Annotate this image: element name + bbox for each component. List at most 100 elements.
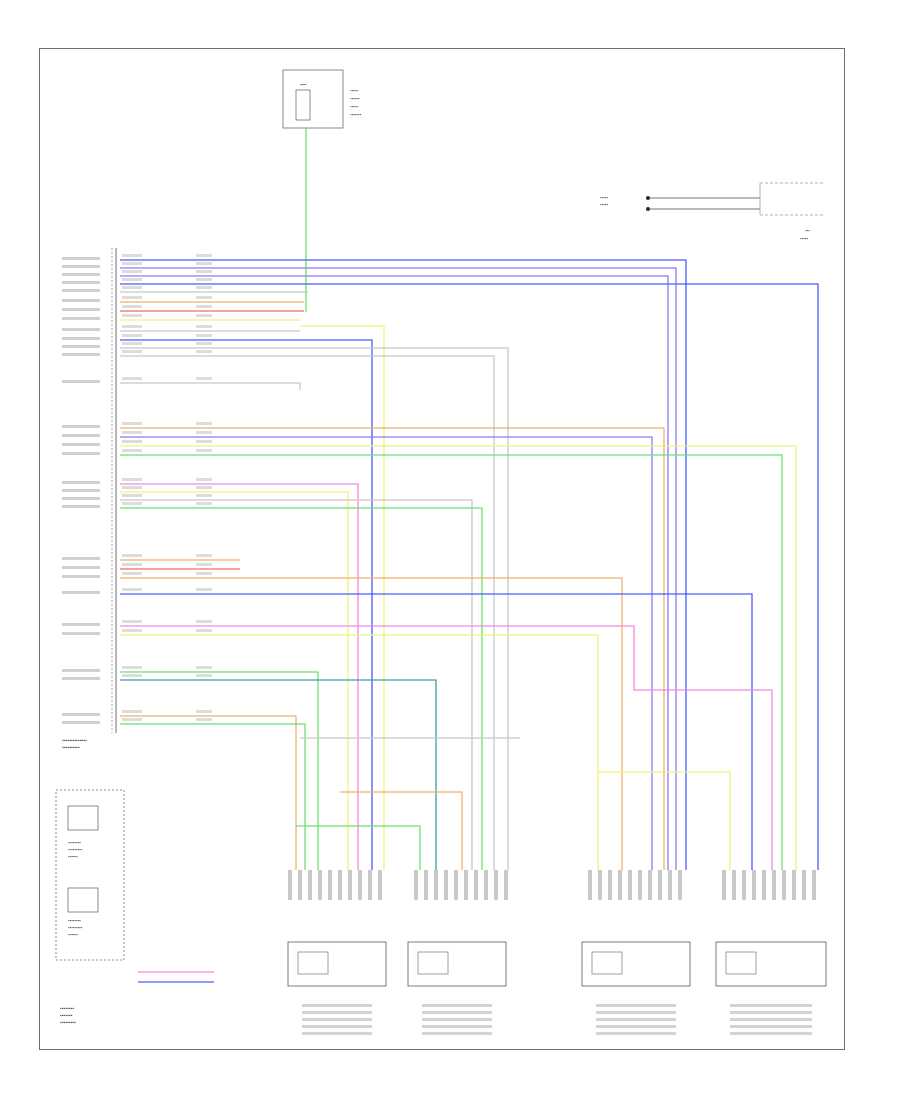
wire-color-code xyxy=(122,422,142,425)
module-caption-line xyxy=(596,1011,676,1014)
circuit-number xyxy=(196,286,212,289)
pin-label xyxy=(62,443,100,446)
module-caption-line xyxy=(730,1032,812,1035)
diagram-frame xyxy=(39,48,845,1050)
module-caption-line xyxy=(302,1032,372,1035)
pin-terminal xyxy=(742,870,746,900)
svg-text:▪▪▪▪▪: ▪▪▪▪▪ xyxy=(350,88,358,93)
svg-text:▪▪▪: ▪▪▪ xyxy=(805,228,810,233)
module-caption-line xyxy=(302,1025,372,1028)
circuit-number xyxy=(196,377,212,380)
pin-terminal xyxy=(464,870,468,900)
module-caption-line xyxy=(422,1025,492,1028)
pin-terminal xyxy=(722,870,726,900)
module-caption-line xyxy=(596,1004,676,1007)
main-control-module: ▪▪▪▪▪▪▪▪▪▪▪▪▪▪ ▪▪▪▪▪▪▪▪▪▪ xyxy=(62,248,117,751)
pin-label xyxy=(62,317,100,320)
circuit-number xyxy=(196,666,212,669)
circuit-number xyxy=(196,572,212,575)
wire-color-code xyxy=(122,325,142,328)
pin-label xyxy=(62,281,100,284)
circuit-number xyxy=(196,629,212,632)
module-caption-line xyxy=(422,1018,492,1021)
wire-color-code xyxy=(122,305,142,308)
wire-color-code xyxy=(122,620,142,623)
top-right-connector: ▪▪▪▪▪ ▪▪▪▪▪ ▪▪▪ ▪▪▪▪▪ xyxy=(600,182,825,241)
circuit-number xyxy=(196,305,212,308)
pin-label xyxy=(62,591,100,594)
svg-text:▪▪▪▪▪▪▪▪: ▪▪▪▪▪▪▪▪ xyxy=(68,840,81,845)
pin-label xyxy=(62,557,100,560)
wire-color-code xyxy=(122,572,142,575)
wire-color-code xyxy=(122,449,142,452)
circuit-number xyxy=(196,431,212,434)
wire-color-code xyxy=(122,431,142,434)
wire-color-code xyxy=(122,440,142,443)
pin-label xyxy=(62,481,100,484)
wire-color-code xyxy=(122,674,142,677)
wire-color-code xyxy=(122,334,142,337)
circuit-number xyxy=(196,494,212,497)
pin-terminal xyxy=(348,870,352,900)
circuit-number xyxy=(196,278,212,281)
pin-terminal xyxy=(732,870,736,900)
pin-terminal xyxy=(454,870,458,900)
wire-color-code xyxy=(122,286,142,289)
circuit-number xyxy=(196,270,212,273)
svg-text:▪▪▪▪▪▪▪: ▪▪▪▪▪▪▪ xyxy=(60,1013,73,1019)
pin-terminal xyxy=(444,870,448,900)
wire-color-code xyxy=(122,629,142,632)
driver-seat-module-2 xyxy=(407,941,507,1035)
circuit-number xyxy=(196,334,212,337)
legend-panel: ▪▪▪▪▪▪▪▪ ▪▪▪▪▪▪▪▪▪ ▪▪▪▪▪▪ ▪▪▪▪▪▪▪▪ ▪▪▪▪▪… xyxy=(55,789,214,1026)
svg-text:▪▪▪▪▪: ▪▪▪▪▪ xyxy=(600,195,608,200)
pin-label xyxy=(62,721,100,724)
connector-icon xyxy=(417,951,449,975)
pin-label xyxy=(62,497,100,500)
pin-terminal xyxy=(638,870,642,900)
pin-label xyxy=(62,257,100,260)
pin-terminal xyxy=(424,870,428,900)
svg-text:▪▪▪▪▪▪▪▪▪: ▪▪▪▪▪▪▪▪▪ xyxy=(68,847,83,852)
pin-label xyxy=(62,345,100,348)
svg-text:▪▪▪▪▪: ▪▪▪▪▪ xyxy=(800,236,808,241)
pin-label xyxy=(62,623,100,626)
wire-color-code xyxy=(122,554,142,557)
circuit-number xyxy=(196,314,212,317)
circuit-number xyxy=(196,325,212,328)
pin-terminal xyxy=(782,870,786,900)
pin-label xyxy=(62,505,100,508)
pin-terminal xyxy=(338,870,342,900)
seat-modules xyxy=(287,941,827,1035)
module-caption-line xyxy=(422,1011,492,1014)
circuit-number xyxy=(196,342,212,345)
pin-terminal xyxy=(658,870,662,900)
pin-label xyxy=(62,265,100,268)
pin-terminal xyxy=(434,870,438,900)
pin-terminal xyxy=(474,870,478,900)
pin-label xyxy=(62,452,100,455)
svg-text:▪▪▪▪▪▪: ▪▪▪▪▪▪ xyxy=(350,96,360,101)
wire-color-code xyxy=(122,718,142,721)
circuit-number xyxy=(196,262,212,265)
connector-icon xyxy=(725,951,757,975)
pin-terminal xyxy=(648,870,652,900)
pin-label xyxy=(62,489,100,492)
wire-harness xyxy=(120,259,819,870)
pin-terminal xyxy=(668,870,672,900)
svg-text:▪▪▪▪▪▪▪: ▪▪▪▪▪▪▪ xyxy=(350,112,362,117)
circuit-number xyxy=(196,554,212,557)
pin-terminal xyxy=(414,870,418,900)
wire-color-code xyxy=(122,494,142,497)
wire-color-code xyxy=(122,342,142,345)
circuit-number xyxy=(196,563,212,566)
pin-terminal xyxy=(752,870,756,900)
circuit-number xyxy=(196,588,212,591)
pin-terminal xyxy=(618,870,622,900)
pin-terminal xyxy=(678,870,682,900)
pin-label xyxy=(62,380,100,383)
passenger-seat-module-2 xyxy=(715,941,827,1035)
wire-color-code xyxy=(122,278,142,281)
pin-label xyxy=(62,434,100,437)
